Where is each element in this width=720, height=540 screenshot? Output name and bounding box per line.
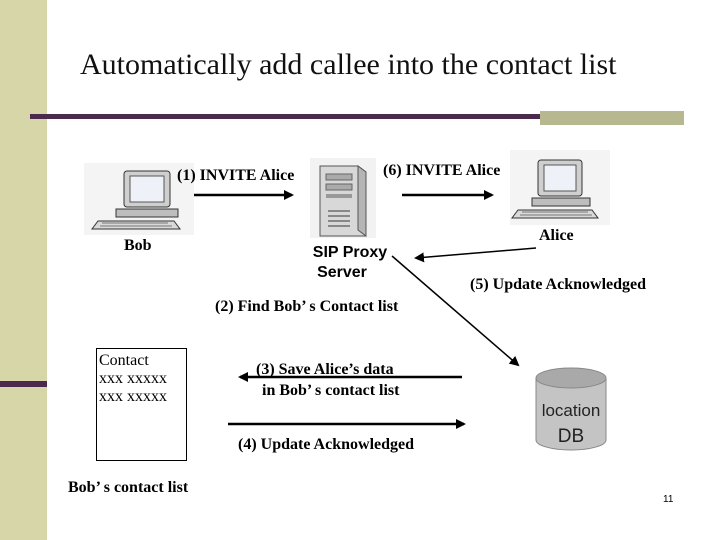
- contact-header: Contact: [99, 352, 149, 369]
- title-rule-accent: [540, 111, 684, 125]
- page-number: 11: [663, 494, 674, 505]
- sidebar-accent: [0, 381, 47, 387]
- step2-label: (2) Find Bob’ s Contact list: [215, 298, 399, 315]
- contact-row: xxx xxxxx: [99, 388, 167, 405]
- slide-sidebar: [0, 0, 47, 540]
- step3-label-line1: (3) Save Alice’s data: [256, 361, 394, 378]
- alice-computer-icon: [510, 150, 610, 225]
- arrow-update-ack-alice: [414, 247, 537, 263]
- step4-label: (4) Update Acknowledged: [238, 436, 415, 453]
- contact-list-caption: Bob’ s contact list: [68, 479, 189, 496]
- bob-computer-icon: [84, 163, 194, 235]
- title-rule: [30, 114, 540, 119]
- proxy-label-line1: SIP Proxy: [312, 244, 388, 261]
- db-label-line1: location: [542, 401, 601, 420]
- bob-label: Bob: [124, 237, 152, 254]
- alice-label: Alice: [539, 227, 574, 244]
- server-icon: [310, 158, 376, 238]
- proxy-label-line2: Server: [317, 264, 367, 281]
- slide-title: Automatically add callee into the contac…: [80, 48, 617, 81]
- contact-list-box: Contact xxx xxxxx xxx xxxxx: [96, 348, 187, 461]
- step1-label: (1) INVITE Alice: [177, 167, 295, 184]
- step5-label: (5) Update Acknowledged: [470, 276, 647, 293]
- arrow-find-contact: [391, 255, 520, 367]
- db-label-line2: DB: [558, 426, 584, 447]
- database-icon: location DB: [535, 367, 607, 451]
- step3-label-line2: in Bob’ s contact list: [262, 382, 400, 399]
- step6-label: (6) INVITE Alice: [383, 162, 501, 179]
- contact-row: xxx xxxxx: [99, 370, 167, 387]
